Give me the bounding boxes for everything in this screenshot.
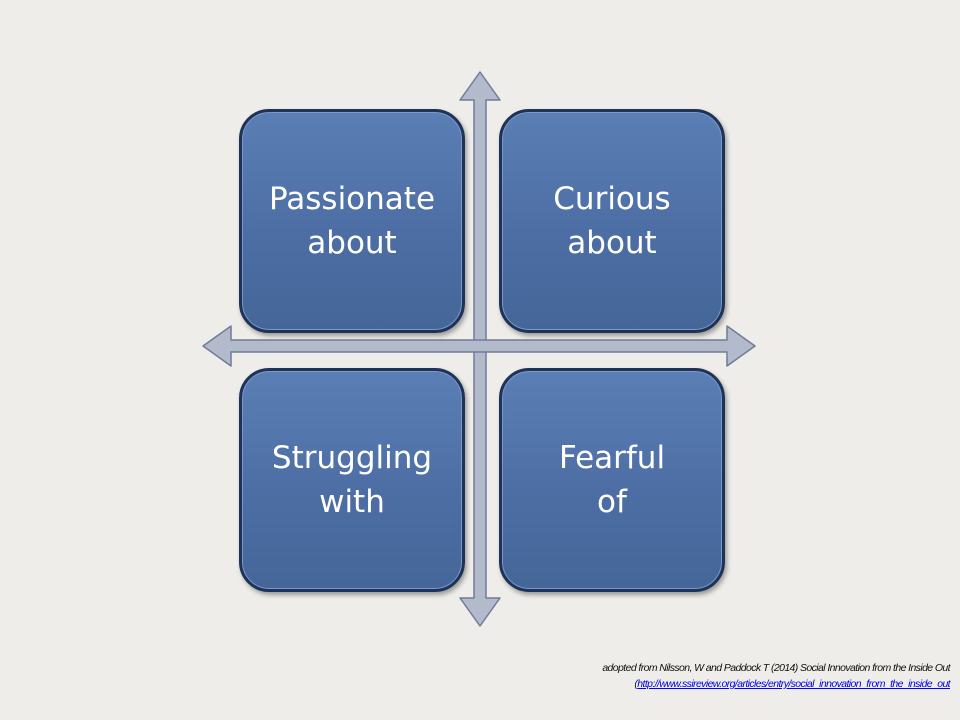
quadrant-label-curious: Curious about xyxy=(553,181,671,261)
quadrant-top-right: Curious about xyxy=(499,109,725,333)
quadrant-label-fearful: Fearful of xyxy=(558,440,666,520)
citation-link-prefix: ( xyxy=(634,678,638,690)
quadrant-label-passionate: Passionate about xyxy=(268,181,436,261)
citation-link-line: (http://www.ssireview.org/articles/entry… xyxy=(602,676,950,692)
quadrant-bottom-left: Struggling with xyxy=(239,368,465,592)
quadrant-top-left: Passionate about xyxy=(239,109,465,333)
citation: adopted from Nilsson, W and Paddock T (2… xyxy=(602,660,950,692)
quadrant-label-struggling: Struggling with xyxy=(271,440,433,520)
quadrant-bottom-right: Fearful of xyxy=(499,368,725,592)
citation-text: adopted from Nilsson, W and Paddock T (2… xyxy=(602,662,950,674)
horizontal-axis-arrow xyxy=(202,325,756,367)
citation-link[interactable]: http://www.ssireview.org/articles/entry/… xyxy=(637,678,950,690)
